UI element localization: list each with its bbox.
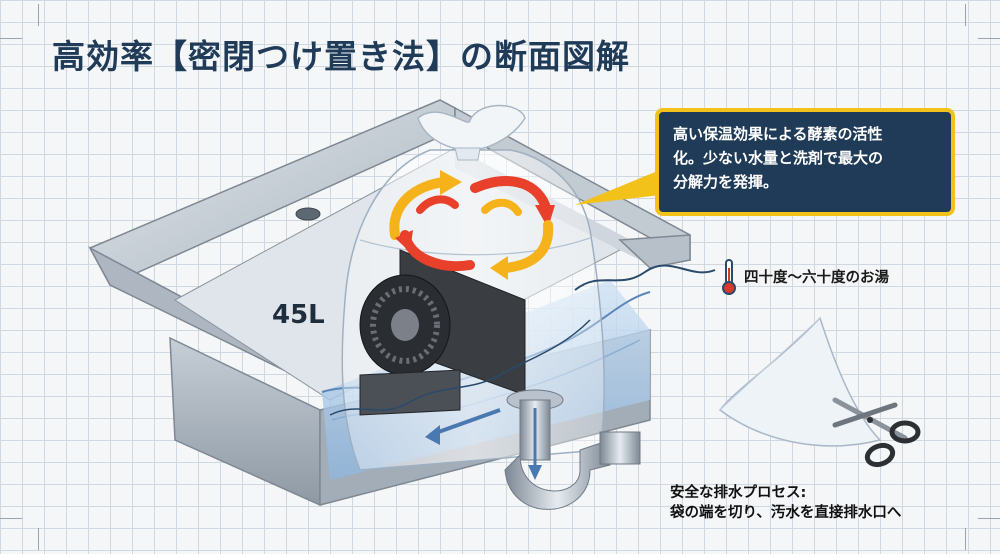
cut-bag-corner (718, 316, 882, 447)
drain-process-description: 袋の端を切り、汚水を直接排水口へ (670, 505, 902, 521)
callout-line: 分解力を発揮。 (673, 173, 779, 191)
diagram-title: 高効率【密閉つけ置き法】の断面図解 (52, 37, 630, 76)
thermometer-icon (722, 259, 736, 295)
callout-line: 高い保温効果による酵素の活性 (673, 125, 883, 143)
crop-mark (38, 4, 39, 26)
callout-line: 化。少ない水量と洗剤で最大の (673, 149, 884, 167)
callout-pointer (575, 170, 660, 205)
water-flow-arrow (425, 408, 501, 445)
drain-process-title: 安全な排水プロセス: (670, 485, 807, 501)
callout-box: 高い保温効果による酵素の活性 化。少ない水量と洗剤で最大の 分解力を発揮。 (655, 108, 955, 216)
volume-label: 45L (272, 300, 325, 330)
scissors-icon (832, 397, 921, 468)
temperature-leader-line (329, 264, 716, 416)
circulation-arrows-icon (389, 170, 555, 280)
crop-mark (978, 518, 1000, 519)
crop-mark (965, 4, 966, 26)
crop-mark (978, 38, 1000, 39)
temperature-label: 四十度〜六十度のお湯 (744, 270, 889, 286)
drain-pipe (504, 389, 641, 510)
crop-mark (0, 38, 22, 39)
crop-mark (38, 528, 39, 550)
crop-mark (965, 528, 966, 550)
crop-mark (0, 518, 22, 519)
